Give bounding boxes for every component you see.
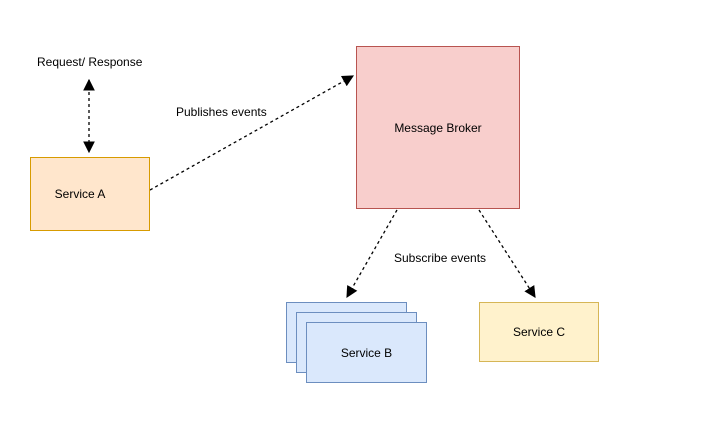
label-subscribe-events: Subscribe events [394, 251, 487, 265]
node-message-broker-label: Message Broker [394, 120, 482, 135]
edge-subscribe-service-b [346, 209, 398, 299]
node-message-broker: Message Broker [356, 46, 520, 209]
node-service-c: Service C [479, 302, 599, 362]
node-service-c-label: Service C [512, 325, 565, 339]
label-request-response: Request/ Response [37, 55, 143, 69]
node-service-b: Service B [306, 322, 427, 383]
edge-publishes-events [149, 75, 355, 191]
node-service-a: Service A [30, 157, 150, 231]
node-service-b-label: Service B [340, 345, 393, 360]
node-service-a-label: Service A [54, 187, 106, 201]
label-publishes-events: Publishes events [176, 105, 267, 119]
edge-subscribe-service-c [478, 209, 536, 298]
